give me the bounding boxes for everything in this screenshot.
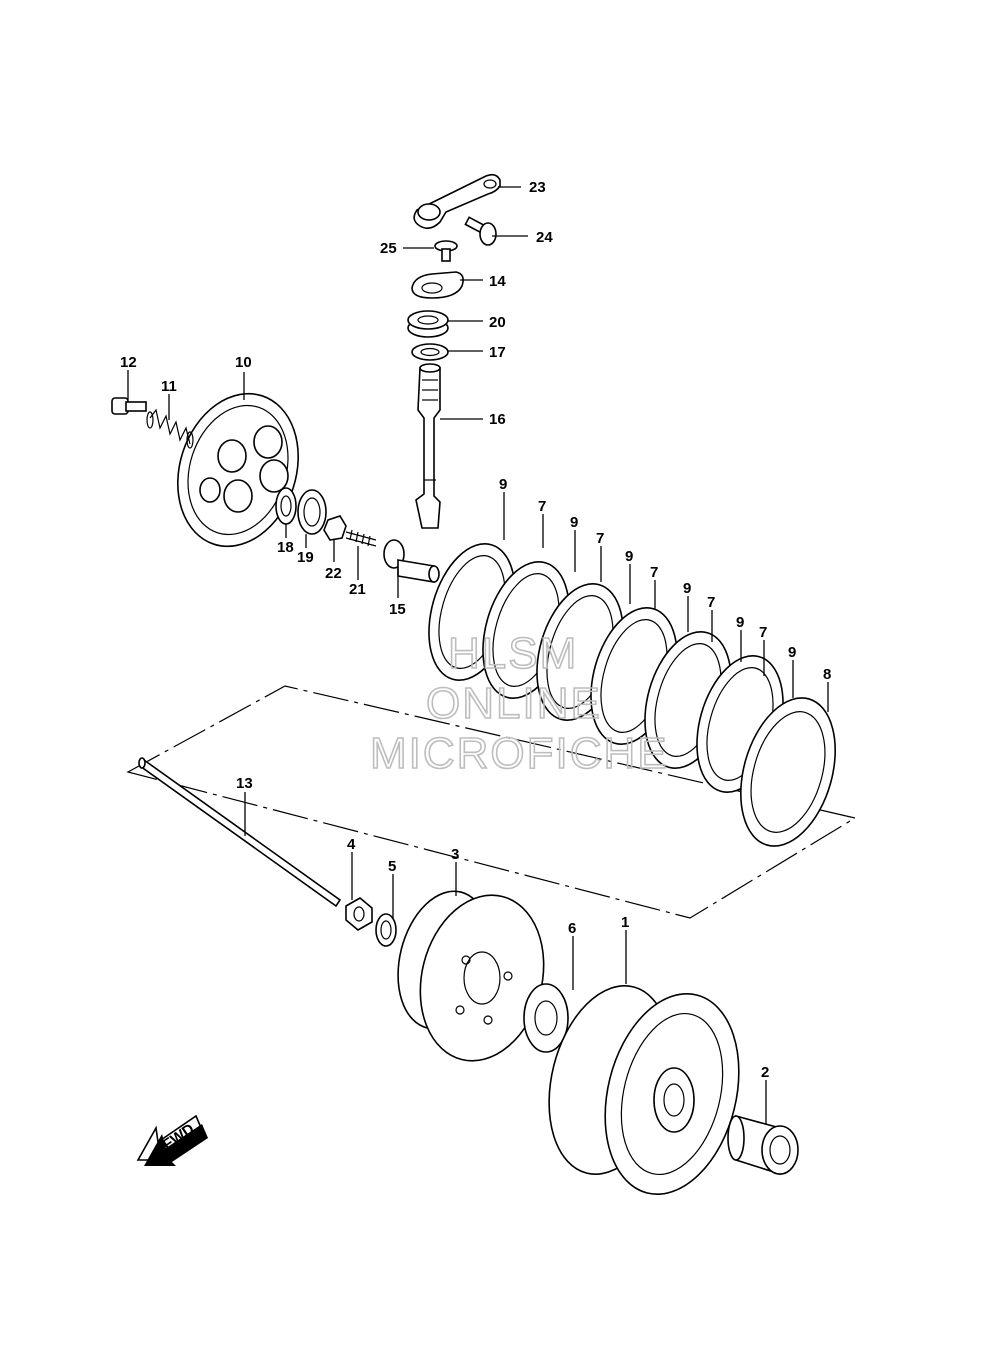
label-9a: 9 [499, 476, 507, 493]
clutch-plate-stack [428, 543, 836, 847]
washer-part-18 [275, 487, 297, 525]
label-6: 6 [568, 920, 576, 937]
label-12: 12 [120, 354, 137, 371]
label-17: 17 [489, 344, 506, 361]
label-7b: 7 [596, 530, 604, 547]
nut-part-22 [323, 515, 347, 541]
label-22: 22 [325, 565, 342, 582]
pressure-plate-part-10 [177, 392, 299, 548]
washer-part-5 [375, 913, 397, 947]
bearing-part-19 [297, 489, 327, 535]
label-7d: 7 [707, 594, 715, 611]
label-4: 4 [347, 836, 356, 853]
label-9e: 9 [736, 614, 744, 631]
label-2: 2 [761, 1064, 769, 1081]
release-shaft-part-16 [415, 363, 441, 529]
label-5: 5 [388, 858, 396, 875]
washer-part-17 [411, 343, 449, 361]
clutch-hub-part-3 [397, 890, 545, 1062]
bolt-part-24 [464, 216, 497, 246]
watermark-line-1: HLSM [448, 629, 578, 678]
bolt-part-12 [111, 397, 147, 415]
label-13: 13 [236, 775, 253, 792]
watermark-line-2: ONLINE [426, 679, 602, 728]
lever-plate-part-14 [411, 271, 464, 299]
label-20: 20 [489, 314, 506, 331]
label-24: 24 [536, 229, 553, 246]
oil-seal-part-20 [407, 310, 449, 338]
label-7c: 7 [650, 564, 658, 581]
label-21: 21 [349, 581, 366, 598]
fwd-arrow-icon [136, 1114, 208, 1166]
label-14: 14 [489, 273, 506, 290]
clutch-housing-part-1 [548, 985, 740, 1195]
spring-part-11 [146, 408, 194, 449]
label-15: 15 [389, 601, 406, 618]
label-10: 10 [235, 354, 252, 371]
watermark-line-3: MICROFICHE [370, 729, 669, 778]
label-19: 19 [297, 549, 314, 566]
label-3: 3 [451, 846, 459, 863]
label-23: 23 [529, 179, 546, 196]
assembly-frame [126, 685, 857, 919]
label-8: 8 [823, 666, 831, 683]
label-7a: 7 [538, 498, 546, 515]
push-rod-part-13 [138, 757, 342, 908]
label-25: 25 [380, 240, 397, 257]
spacer-part-2 [727, 1114, 799, 1176]
label-7e: 7 [759, 624, 767, 641]
stud-part-21 [345, 529, 377, 547]
release-arm-part-23 [413, 173, 501, 230]
leader-lines [127, 186, 829, 1124]
watermark: HLSM ONLINE MICROFICHE [369, 628, 669, 779]
screw-part-25 [434, 240, 458, 262]
label-1: 1 [621, 914, 629, 931]
label-9f: 9 [788, 644, 796, 661]
label-9d: 9 [683, 580, 691, 597]
label-9b: 9 [570, 514, 578, 531]
push-piece-part-15 [383, 539, 440, 583]
label-16: 16 [489, 411, 506, 428]
thrust-washer-part-6 [523, 983, 569, 1053]
nut-part-4 [345, 897, 373, 931]
label-9c: 9 [625, 548, 633, 565]
label-18: 18 [277, 539, 294, 556]
part-labels: 23 24 25 14 20 17 16 12 11 10 18 19 22 2… [120, 179, 831, 1081]
label-11: 11 [161, 378, 177, 395]
